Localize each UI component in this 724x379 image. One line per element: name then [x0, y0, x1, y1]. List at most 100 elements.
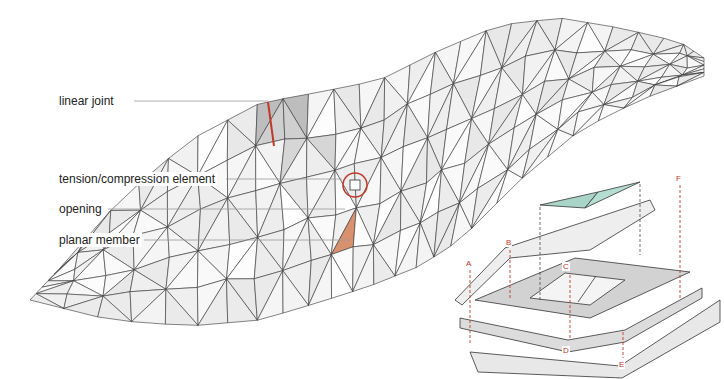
guide-line	[570, 275, 571, 340]
leader-line	[134, 101, 268, 102]
strut	[578, 276, 596, 302]
callout-letter: D	[562, 346, 570, 355]
planar-panel	[361, 78, 385, 128]
planar-panel	[166, 287, 198, 325]
planar-panel	[308, 255, 331, 306]
planar-panel	[227, 146, 255, 198]
planar-panel	[331, 255, 352, 299]
planar-panel	[401, 138, 428, 191]
planar-panel	[258, 183, 284, 237]
planar-panel	[373, 245, 395, 285]
leader-lines	[108, 101, 350, 240]
planar-panel	[545, 50, 569, 81]
planar-panel	[166, 251, 198, 289]
planar-panel	[655, 77, 679, 86]
highlight-circle	[343, 173, 367, 197]
planar-panel	[308, 255, 331, 306]
planar-panel	[677, 72, 704, 86]
planar-panel	[30, 294, 64, 309]
callout-letter: C	[562, 262, 570, 271]
planar-panel	[653, 44, 683, 54]
planar-panel	[594, 51, 620, 67]
planar-panel	[624, 85, 655, 108]
planar-panel	[283, 271, 309, 313]
guide-line	[470, 270, 471, 345]
guide-line	[510, 250, 511, 300]
leader-line	[108, 209, 345, 210]
exploded-view	[455, 182, 720, 378]
planar-panel	[166, 251, 198, 289]
planar-panel	[353, 245, 374, 292]
shell-mesh	[30, 18, 704, 325]
guide-line	[623, 332, 624, 358]
planar-panel	[227, 279, 258, 323]
part-label: tension/compression element	[57, 172, 217, 186]
planar-panel	[334, 89, 361, 134]
planar-panel	[198, 198, 230, 251]
planar-panel	[256, 99, 285, 146]
planar-panel	[283, 99, 307, 139]
planar-panel	[416, 223, 434, 268]
planar-panel	[624, 85, 655, 108]
planar-panel	[165, 289, 198, 325]
planar-panel	[64, 296, 103, 317]
linear-joint-line	[268, 102, 274, 146]
planar-panel	[227, 237, 258, 279]
part-label: opening	[57, 202, 104, 216]
planar-panel	[307, 170, 335, 218]
planar-panel	[254, 271, 283, 321]
planar-panel	[228, 146, 256, 198]
layer-b	[455, 200, 655, 305]
planar-panel	[522, 129, 558, 178]
planar-panel	[401, 138, 428, 191]
planar-panel	[198, 279, 228, 325]
planar-panel	[353, 245, 374, 292]
planar-panel	[677, 72, 704, 86]
planar-panel	[130, 270, 166, 292]
callout-letter: F	[675, 174, 682, 183]
part-label: planar member	[57, 233, 142, 247]
planar-panel	[256, 146, 280, 191]
planar-panel	[472, 170, 508, 229]
layer-c	[475, 258, 690, 318]
leader-line	[226, 179, 342, 180]
planar-panel	[451, 203, 472, 246]
planar-panel	[111, 184, 141, 211]
guide-line	[680, 185, 681, 300]
planar-panel	[577, 23, 605, 53]
planar-panel	[228, 198, 258, 245]
planar-panel	[132, 289, 166, 324]
planar-panel	[653, 38, 683, 54]
planar-panel	[395, 223, 420, 276]
planar-panel	[307, 89, 336, 138]
planar-panel	[497, 170, 522, 203]
planar-panel	[308, 218, 331, 260]
planar-panel	[280, 138, 307, 183]
part-label: linear joint	[57, 94, 116, 108]
planar-panel	[353, 208, 373, 247]
planar-panel	[395, 223, 420, 276]
planar-panel	[308, 170, 336, 218]
planar-panel	[257, 271, 283, 321]
planar-panel	[98, 296, 132, 322]
planar-panel	[48, 252, 78, 280]
planar-panel	[283, 94, 308, 138]
planar-panel	[48, 269, 75, 281]
planar-panel	[548, 129, 573, 156]
opening-frame	[530, 273, 625, 305]
callout-letter: E	[618, 360, 625, 369]
planar-panel	[472, 170, 508, 229]
planar-panel	[280, 138, 307, 183]
opening-symbol	[350, 180, 360, 190]
leader-line	[144, 240, 350, 241]
guide-line	[540, 207, 541, 300]
planar-panel	[359, 78, 384, 128]
planar-panel	[67, 281, 103, 296]
planar-panel	[227, 237, 258, 279]
callout-letter: B	[505, 238, 512, 247]
planar-panel	[598, 105, 623, 121]
planar-panel	[650, 85, 677, 96]
green-member	[585, 182, 640, 208]
guide-line	[640, 184, 641, 255]
